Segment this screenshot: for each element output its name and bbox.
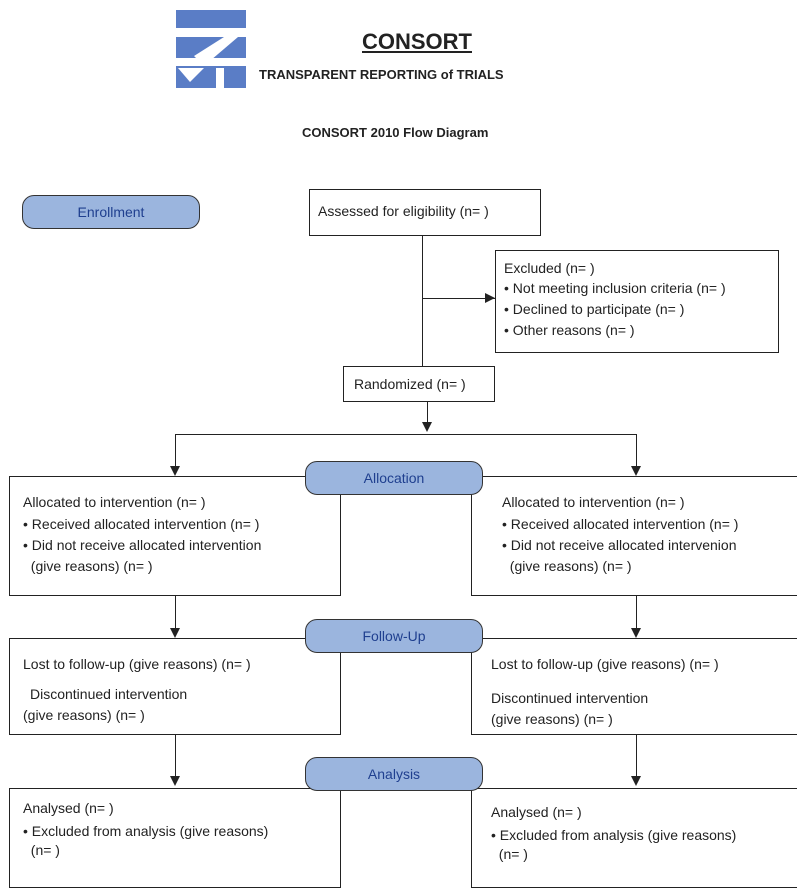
excluded-item: • Other reasons (n= ) <box>504 322 635 338</box>
assessed-box: Assessed for eligibility (n= ) <box>309 189 541 236</box>
stage-followup: Follow-Up <box>305 619 483 653</box>
stage-enrollment: Enrollment <box>22 195 200 229</box>
allocation-right-item: • Received allocated intervention (n= ) <box>502 516 739 532</box>
followup-right-lost: Lost to follow-up (give reasons) (n= ) <box>491 656 719 672</box>
allocation-left-item: • Received allocated intervention (n= ) <box>23 516 260 532</box>
followup-left-disc: Discontinued intervention <box>30 686 188 702</box>
followup-right-disc: (give reasons) (n= ) <box>491 711 613 727</box>
connector <box>175 596 176 628</box>
brand-tagline: TRANSPARENT REPORTING of TRIALS <box>259 67 504 82</box>
analysis-left-box: Analysed (n= ) • Excluded from analysis … <box>9 788 341 888</box>
analysis-left-item: (n= ) <box>23 842 60 858</box>
analysis-left-item: • Excluded from analysis (give reasons) <box>23 823 269 839</box>
arrow-down <box>170 776 180 786</box>
connector <box>636 735 637 778</box>
connector <box>175 735 176 778</box>
randomized-box: Randomized (n= ) <box>343 366 495 402</box>
arrow-down <box>631 776 641 786</box>
excluded-item: • Declined to participate (n= ) <box>504 301 685 317</box>
followup-left-box: Lost to follow-up (give reasons) (n= ) D… <box>9 638 341 735</box>
arrow-right <box>485 293 495 303</box>
followup-right-box: Lost to follow-up (give reasons) (n= ) D… <box>471 638 797 735</box>
allocation-right-title: Allocated to intervention (n= ) <box>502 494 685 510</box>
stage-analysis: Analysis <box>305 757 483 791</box>
connector <box>636 434 637 466</box>
analysis-left-title: Analysed (n= ) <box>23 800 114 816</box>
connector <box>175 434 176 466</box>
allocation-left-item: • Did not receive allocated intervention <box>23 537 262 553</box>
allocation-left-title: Allocated to intervention (n= ) <box>23 494 206 510</box>
excluded-item: • Not meeting inclusion criteria (n= ) <box>504 280 726 296</box>
randomized-text: Randomized (n= ) <box>354 376 466 392</box>
connector <box>636 596 637 628</box>
allocation-right-box: Allocated to intervention (n= ) • Receiv… <box>471 476 797 596</box>
followup-right-disc: Discontinued intervention <box>491 690 649 706</box>
arrow-down <box>631 628 641 638</box>
arrow-down <box>422 422 432 432</box>
stage-allocation: Allocation <box>305 461 483 495</box>
arrow-down <box>170 466 180 476</box>
analysis-right-item: • Excluded from analysis (give reasons) <box>491 827 737 843</box>
allocation-right-item: • Did not receive allocated intervenion <box>502 537 737 553</box>
followup-left-lost: Lost to follow-up (give reasons) (n= ) <box>23 656 251 672</box>
assessed-text: Assessed for eligibility (n= ) <box>318 203 489 219</box>
arrow-down <box>631 466 641 476</box>
analysis-right-box: Analysed (n= ) • Excluded from analysis … <box>471 788 797 888</box>
diagram-title: CONSORT 2010 Flow Diagram <box>302 125 489 140</box>
allocation-right-item: (give reasons) (n= ) <box>502 558 632 574</box>
followup-left-disc: (give reasons) (n= ) <box>23 707 145 723</box>
connector <box>422 298 496 299</box>
arrow-down <box>170 628 180 638</box>
consort-logo <box>176 10 246 90</box>
allocation-left-item: (give reasons) (n= ) <box>23 558 153 574</box>
excluded-title: Excluded (n= ) <box>504 260 595 276</box>
analysis-right-title: Analysed (n= ) <box>491 804 582 820</box>
allocation-left-box: Allocated to intervention (n= ) • Receiv… <box>9 476 341 596</box>
brand-title: CONSORT <box>362 29 472 54</box>
analysis-right-item: (n= ) <box>491 846 528 862</box>
connector <box>175 434 636 435</box>
connector <box>422 236 423 367</box>
connector <box>427 402 428 424</box>
excluded-box: Excluded (n= ) • Not meeting inclusion c… <box>495 250 779 353</box>
